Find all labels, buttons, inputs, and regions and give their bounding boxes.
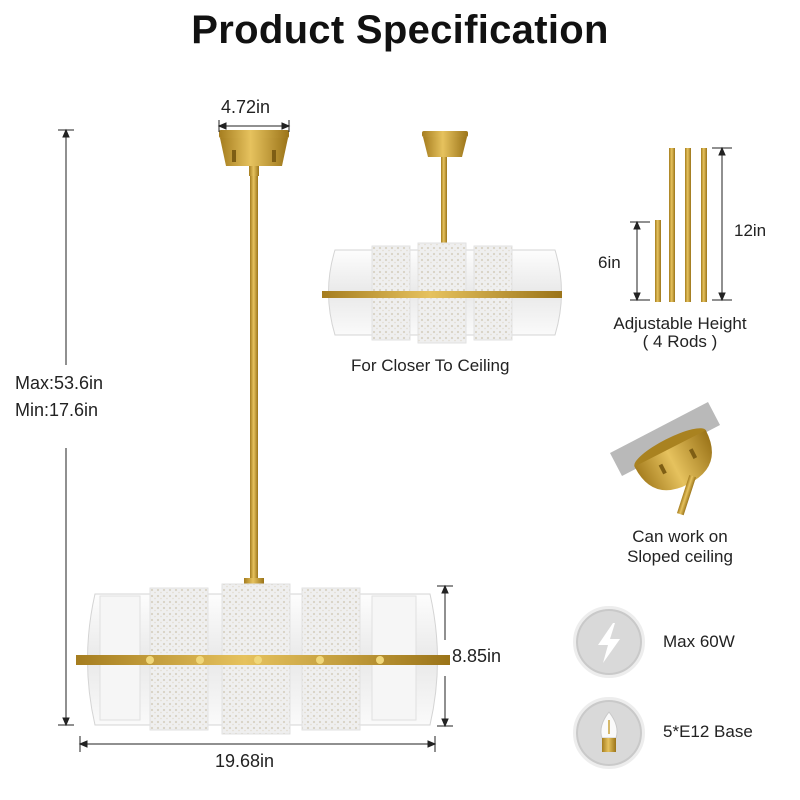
page-title: Product Specification xyxy=(191,8,609,52)
max-height-label: Max:53.6in xyxy=(15,373,104,393)
main-canopy xyxy=(219,130,289,176)
feature-label-bulb: 5*E12 Base xyxy=(663,722,753,741)
main-glass-shade xyxy=(76,583,450,735)
dimension-lines xyxy=(58,120,453,752)
sloped-caption-line1: Can work on xyxy=(632,527,728,546)
closer-ceiling-caption: For Closer To Ceiling xyxy=(351,356,510,375)
lightning-bolt-icon xyxy=(598,623,620,663)
candle-bulb-icon xyxy=(600,711,618,752)
shade-width-label: 19.68in xyxy=(215,751,275,771)
rod-short-label: 6in xyxy=(598,253,621,272)
power-badge xyxy=(573,606,645,678)
feature-label-power: Max 60W xyxy=(663,632,735,651)
rods-caption-line1: Adjustable Height xyxy=(613,314,747,333)
canopy-width-label: 4.72in xyxy=(221,97,271,117)
rod-long-label: 12in xyxy=(734,221,767,240)
rods-caption-line2: ( 4 Rods ) xyxy=(642,332,718,351)
sloped-caption-line2: Sloped ceiling xyxy=(627,547,733,566)
bulb-badge xyxy=(573,697,645,769)
main-rod xyxy=(250,176,258,581)
shade-height-label: 8.85in xyxy=(452,646,502,666)
min-height-label: Min:17.6in xyxy=(15,400,99,420)
